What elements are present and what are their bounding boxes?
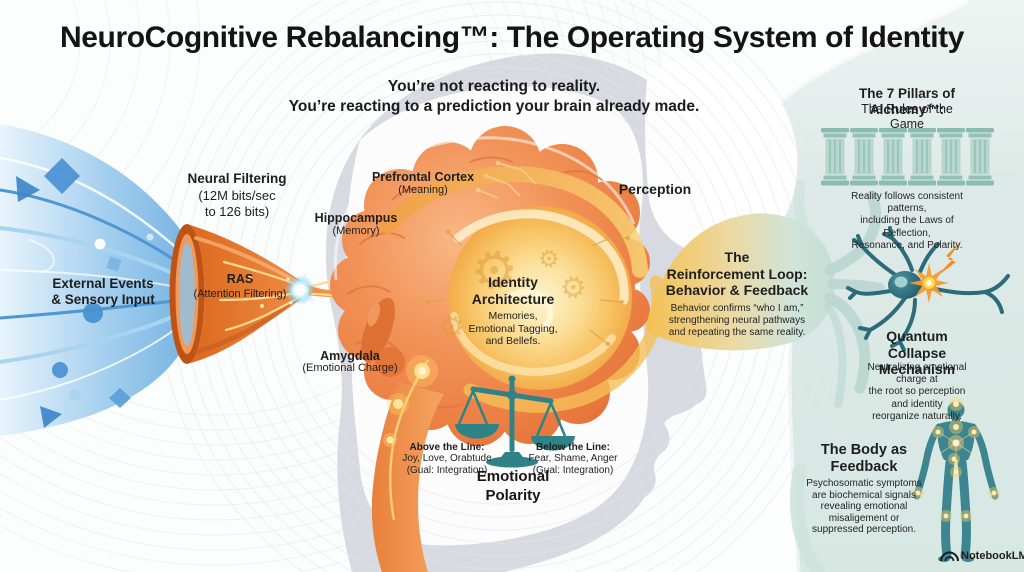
identity-architecture-detail: Memories, Emotional Tagging, and Bellefs… [468, 310, 558, 348]
reinforcement-loop-detail: Behavior confirms “who I am,” strengthen… [668, 303, 806, 339]
body-feedback-detail: Psychosomatic symptoms are biochemical s… [806, 478, 922, 535]
energy-node [383, 355, 438, 447]
attention-glow-orb [285, 274, 315, 305]
circuit-traces [477, 162, 537, 199]
pillars-title: The 7 Pillars of Alchemy™: [858, 86, 956, 117]
sensory-shapes [16, 158, 208, 428]
pillars-detail: Reality follows consistent patterns, inc… [851, 191, 963, 251]
quantum-collapse-detail: Neutralizing emotional charge at the roo… [867, 362, 967, 422]
prefrontal-cortex-detail: (Meaning) [398, 184, 448, 196]
reinforcement-loop-title: The Reinforcement Loop: Behavior & Feedb… [665, 249, 809, 299]
hippocampus-detail: (Memory) [332, 225, 380, 237]
neuron-icon [846, 226, 1010, 352]
below-the-line-title: Below the Line: [536, 442, 610, 453]
brain-stem [371, 382, 444, 572]
identity-architecture-title: Identity Architecture [471, 274, 555, 307]
quantum-collapse-title: Quantum Collapse Mechanism [878, 328, 956, 378]
sensory-input-flow [0, 124, 208, 436]
brain-crown-highlight [333, 136, 636, 281]
white-swoosh [645, 59, 798, 256]
lightning-icon [936, 240, 962, 277]
prefrontal-cortex-title: Prefrontal Cortex [371, 170, 475, 184]
external-events-label: External Events & Sensory Input [51, 276, 155, 307]
perception-label: Perception [618, 181, 692, 197]
notebooklm-icon [939, 551, 960, 562]
above-the-line-detail: Joy, Love, Orabtude (Gual: Integration) [402, 453, 492, 477]
page-subtitle: You’re not reacting to reality. You’re r… [288, 78, 700, 115]
nucleus [894, 276, 908, 288]
ras-title: RAS [226, 272, 254, 286]
neural-filtering-title: Neural Filtering [187, 171, 287, 186]
hippocampus-title: Hippocampus [314, 211, 398, 225]
below-the-line-detail: Fear, Shame, Anger (Gual: Integration) [528, 453, 618, 477]
page-title: NeuroCognitive Rebalancing™: The Operati… [59, 21, 965, 54]
balance-scale-icon [455, 375, 575, 468]
emotional-polarity-label: Emotional Polarity [476, 468, 550, 504]
amygdala-shape [361, 297, 405, 377]
body-feedback-title: The Body as Feedback [820, 442, 908, 476]
above-the-line-title: Above the Line: [409, 442, 485, 453]
reinforcement-loop-shape [645, 190, 885, 408]
pillars-subtitle: The Rules of the Game [861, 102, 953, 131]
stem-energy-filament [389, 359, 430, 521]
svg-text:⚙: ⚙ [435, 308, 468, 347]
branch-ribbons [824, 190, 885, 408]
amygdala-detail: (Emotional Charge) [302, 362, 398, 374]
notebooklm-wordmark: NotebookLM [961, 550, 1024, 562]
neural-filtering-detail: (12M bits/sec to 126 bits) [198, 188, 276, 219]
body-energy-points [912, 397, 1000, 522]
amygdala-title: Amygdala [320, 349, 380, 363]
ras-detail: (Attention Filtering) [193, 288, 287, 300]
